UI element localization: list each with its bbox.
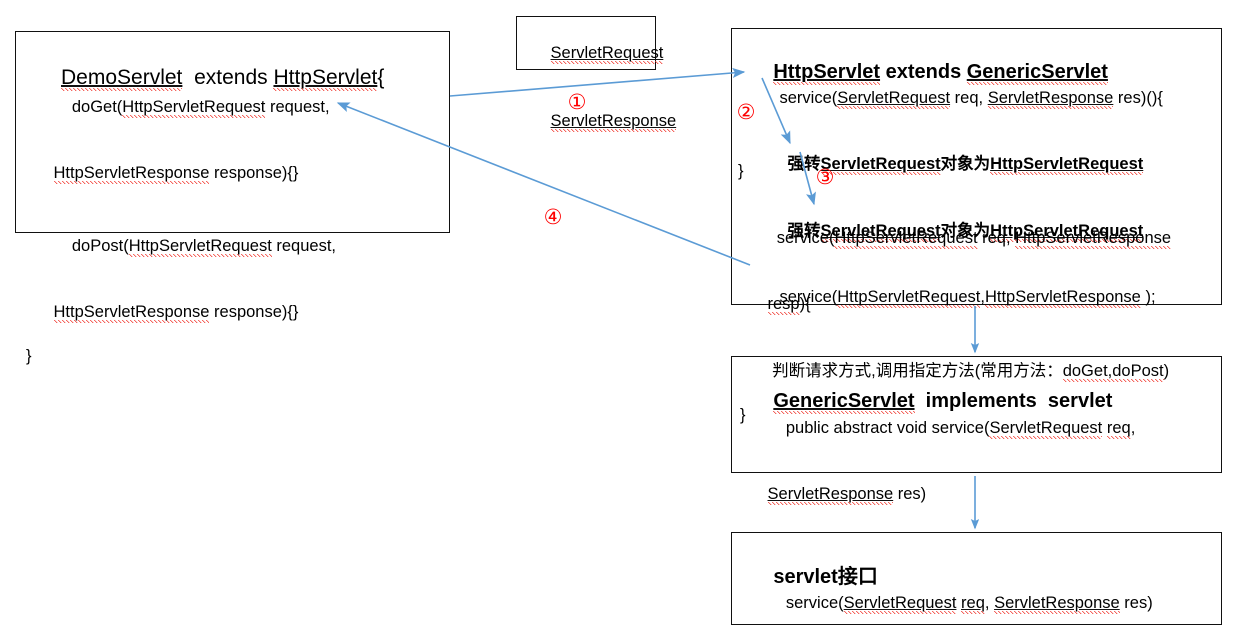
demo-servlet-parent-name: HttpServlet — [273, 65, 378, 91]
generic-servlet-parent-name: servlet — [1047, 389, 1113, 412]
http-servlet-line-1: service(ServletRequest req, ServletRespo… — [779, 89, 1163, 110]
http-servlet-title: HttpServlet extends GenericServlet — [740, 32, 1108, 112]
servlet-interface-class-name: servlet — [773, 565, 838, 588]
marker-4: ④ — [543, 206, 563, 229]
demo-servlet-line-3: doPost(HttpServletRequest request, — [53, 236, 337, 257]
http-servlet-close-brace-1: } — [738, 162, 744, 180]
servlet-interface-line-1: service(ServletRequest req, ServletRespo… — [785, 594, 1153, 615]
generic-servlet-implements-keyword: implements — [914, 389, 1048, 412]
demo-servlet-line-2: HttpServletResponse response){} — [53, 164, 299, 185]
http-servlet-line-8: 判断请求方式,调用指定方法(常用方法：doGet,doPost) — [772, 361, 1170, 382]
demo-servlet-class-name: DemoServlet — [61, 65, 183, 91]
servlet-interface-box[interactable] — [731, 532, 1222, 625]
generic-servlet-box[interactable] — [731, 356, 1222, 473]
http-servlet-parent-name: GenericServlet — [966, 60, 1108, 85]
demo-servlet-body: doGet(HttpServletRequest request, HttpSe… — [26, 74, 436, 367]
demo-servlet-line-1: doGet(HttpServletRequest request, — [53, 98, 330, 119]
servlet-interface-suffix: 接口 — [837, 565, 878, 588]
http-servlet-line-4: service(HttpServletRequest,HttpServletRe… — [779, 288, 1156, 309]
generic-servlet-line-2: ServletResponse res) — [767, 485, 927, 506]
demo-servlet-open-brace: { — [377, 65, 385, 89]
http-servlet-line-7: resp){ — [767, 295, 811, 316]
servlet-interface-body: service(ServletRequest req, ServletRespo… — [740, 570, 1210, 632]
http-servlet-class-name: HttpServlet — [773, 60, 881, 85]
servlet-request-label: ServletRequest — [550, 44, 664, 65]
generic-servlet-class-name: GenericServlet — [773, 389, 915, 414]
servlet-types-box[interactable] — [516, 16, 656, 70]
generic-servlet-body: public abstract void service(ServletRequ… — [740, 395, 1210, 528]
http-servlet-line-6: service(HttpServletRequest req, HttpServ… — [776, 229, 1172, 250]
http-servlet-line-9: } — [740, 405, 746, 424]
generic-servlet-title: GenericServlet implements servlet — [740, 361, 1112, 441]
demo-servlet-line-5: } — [26, 347, 32, 366]
demo-servlet-extends-keyword: extends — [182, 65, 274, 89]
demo-servlet-line-4: HttpServletResponse response){} — [53, 303, 299, 324]
servlet-types-text: ServletRequest ServletResponse — [523, 20, 677, 155]
http-servlet-body-2: service(HttpServletRequest req, HttpServ… — [740, 205, 1210, 426]
marker-2: ② — [736, 101, 756, 124]
demo-servlet-title: DemoServlet extends HttpServlet{ — [26, 36, 384, 120]
marker-3: ③ — [815, 166, 835, 189]
generic-servlet-line-1: public abstract void service(ServletRequ… — [785, 419, 1136, 440]
servlet-interface-title: servlet接口 — [740, 537, 878, 617]
servlet-response-label: ServletResponse — [550, 112, 677, 133]
marker-1: ① — [567, 91, 587, 114]
http-servlet-extends-keyword: extends — [880, 60, 967, 83]
